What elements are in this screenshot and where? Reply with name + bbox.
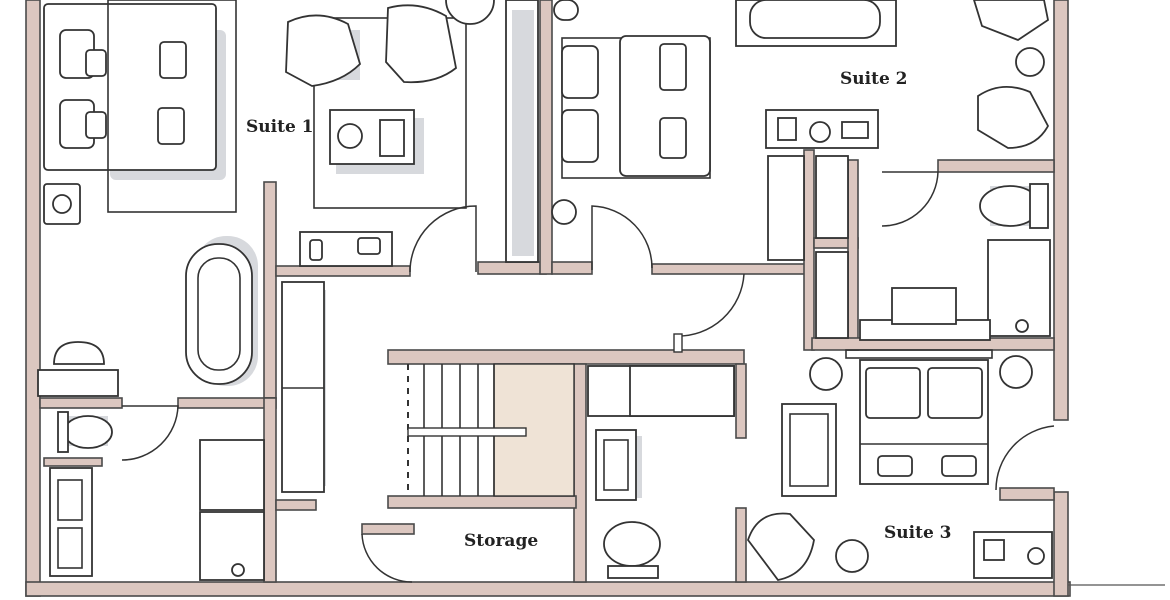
east-exterior-wall-lower <box>1053 491 1069 597</box>
suite2-bathtub <box>749 0 881 39</box>
west-bath-north-wall-right <box>177 397 277 409</box>
suite2-armchair-bottom <box>977 86 1050 149</box>
suite1-door <box>409 205 477 273</box>
storage-door <box>361 533 413 583</box>
staircase <box>407 363 575 497</box>
bath3-toilet <box>603 521 661 567</box>
west-bath-toilet-wall <box>43 457 103 467</box>
east-exterior-wall-upper <box>1053 0 1069 421</box>
bath3-east-wall-lower <box>735 507 747 583</box>
suite2-wardrobe <box>767 155 805 261</box>
suite3-lamp-left-icon <box>809 357 843 391</box>
suite1-furniture <box>37 0 495 397</box>
central-closet <box>505 0 539 263</box>
bath3-east-wall-upper <box>735 363 747 439</box>
suite3-pillow-right <box>927 367 983 419</box>
bath2-inner-wall <box>847 159 859 351</box>
hall-cabinet <box>281 281 325 493</box>
west-bath-north-wall-left <box>39 397 123 409</box>
bath2-north-wall <box>937 159 1055 173</box>
suite1-lamp-icon <box>52 194 72 214</box>
suite3-furniture <box>746 349 1053 581</box>
suite2-lamp-icon <box>551 199 577 225</box>
bath2-west-wall <box>803 149 815 351</box>
bath2-cabinet <box>815 251 849 339</box>
stair-north-wall <box>387 349 745 365</box>
door-swings <box>121 171 1055 583</box>
suite3-door <box>995 425 1055 491</box>
storage-door-stub <box>361 523 415 535</box>
suite1-east-wall <box>263 181 277 399</box>
suite3-pillow-left <box>865 367 921 419</box>
west-closet-shelf <box>199 439 265 511</box>
suite2-south-wall-left <box>551 261 593 275</box>
bath2-shower <box>987 239 1051 337</box>
suite2-south-wall-right <box>651 263 813 275</box>
suite1-armchair-left <box>285 14 362 87</box>
suite3-side-table-icon <box>835 539 869 573</box>
suite3-east-stub <box>999 487 1055 501</box>
suite2-furniture <box>551 0 1050 261</box>
bath2-door <box>881 171 939 227</box>
storage-east-wall <box>573 363 587 583</box>
suite1-rug <box>107 0 237 213</box>
suite2-armchair-top <box>973 0 1050 42</box>
suite2-west-wall <box>539 0 553 275</box>
suite3-bench <box>781 403 837 497</box>
suite1-armchair-right <box>385 4 457 84</box>
bath2-sink <box>891 287 957 325</box>
suite-1-label: Suite 1 <box>246 117 314 137</box>
closet-south-wall <box>477 261 547 275</box>
south-exterior-wall <box>25 581 1071 597</box>
west-bath-east-wall <box>263 397 277 583</box>
suite1-south-wall <box>275 265 411 277</box>
west-bath-counter <box>37 369 119 397</box>
exterior-walls <box>25 0 1165 597</box>
stair-handrail <box>407 427 527 437</box>
hall-door <box>675 273 745 337</box>
suite1-nightstand-item <box>159 41 187 79</box>
storage-north-wall <box>387 495 577 509</box>
west-bath-sink <box>53 341 105 365</box>
west-bath-toilet <box>63 415 113 449</box>
suite3-bath-fixtures <box>587 365 735 579</box>
west-bath-shower <box>49 467 93 577</box>
flower-bowl-icon <box>337 123 363 149</box>
storage-label: Storage <box>464 531 538 551</box>
suite2-door <box>591 205 653 270</box>
suite2-side-table-icon <box>1015 47 1045 77</box>
suite2-bath-fixtures <box>815 183 1051 341</box>
suite2-pillow-bottom <box>561 109 599 163</box>
bath3-sink <box>595 429 637 501</box>
suite2-pillow-top <box>561 45 599 99</box>
room-labels: Suite 1 Suite 2 Suite 3 Storage <box>246 69 952 551</box>
suite2-bed <box>619 35 711 177</box>
suite-3-label: Suite 3 <box>884 523 952 543</box>
west-exterior-wall <box>25 0 41 597</box>
suite3-lamp-right-icon <box>999 355 1033 389</box>
west-bath-door <box>121 405 179 461</box>
suite3-armchair <box>746 512 815 581</box>
closet-south-stub <box>275 499 317 511</box>
book-icon <box>379 119 405 157</box>
west-bath-fixtures <box>49 281 326 581</box>
suite-2-label: Suite 2 <box>840 69 908 89</box>
suite1-bathtub <box>185 243 253 385</box>
